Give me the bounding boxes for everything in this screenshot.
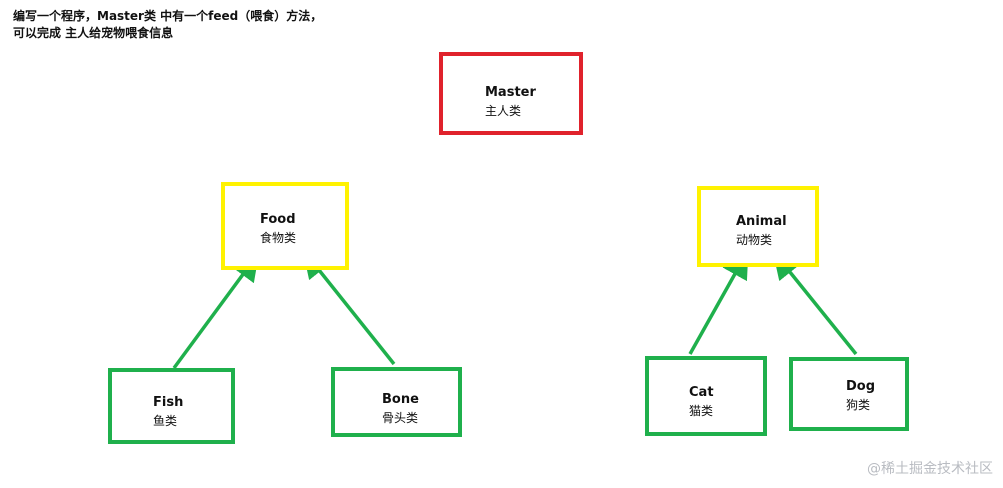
master-class-desc: 主人类 xyxy=(485,104,522,118)
food-class-box: Food 食物类 xyxy=(221,182,349,270)
fish-class-desc: 鱼类 xyxy=(153,414,178,428)
cat-class-box: Cat 猫类 xyxy=(645,356,767,436)
problem-line-2: 可以完成 主人给宠物喂食信息 xyxy=(13,26,174,40)
dog-class-desc: 狗类 xyxy=(846,398,871,412)
fish-class-name: Fish xyxy=(153,395,184,410)
arrow-fish-to-food xyxy=(172,252,260,370)
bone-class-box: Bone 骨头类 xyxy=(331,367,462,437)
bone-class-desc: 骨头类 xyxy=(382,411,419,425)
dog-class-name: Dog xyxy=(846,379,876,394)
arrow-cat-to-animal xyxy=(688,249,749,355)
problem-statement: 编写一个程序，Master类 中有一个feed（喂食）方法， 可以完成 主人给宠… xyxy=(13,8,322,42)
master-class-name: Master xyxy=(485,85,536,100)
animal-class-box: Animal 动物类 xyxy=(697,186,819,267)
food-class-desc: 食物类 xyxy=(260,231,297,245)
dog-class-box: Dog 狗类 xyxy=(789,357,909,431)
cat-class-name: Cat xyxy=(689,385,714,400)
food-class-name: Food xyxy=(260,212,296,227)
cat-class-desc: 猫类 xyxy=(689,404,714,418)
master-class-box: Master 主人类 xyxy=(439,52,583,135)
watermark: @稀土掘金技术社区 xyxy=(867,461,993,477)
arrow-dog-to-animal xyxy=(772,250,858,356)
problem-line-1: 编写一个程序，Master类 中有一个feed（喂食）方法， xyxy=(13,9,323,23)
fish-class-box: Fish 鱼类 xyxy=(108,368,235,444)
animal-class-desc: 动物类 xyxy=(736,233,773,247)
arrow-bone-to-food xyxy=(302,249,396,366)
animal-class-name: Animal xyxy=(736,214,787,229)
bone-class-name: Bone xyxy=(382,392,419,407)
